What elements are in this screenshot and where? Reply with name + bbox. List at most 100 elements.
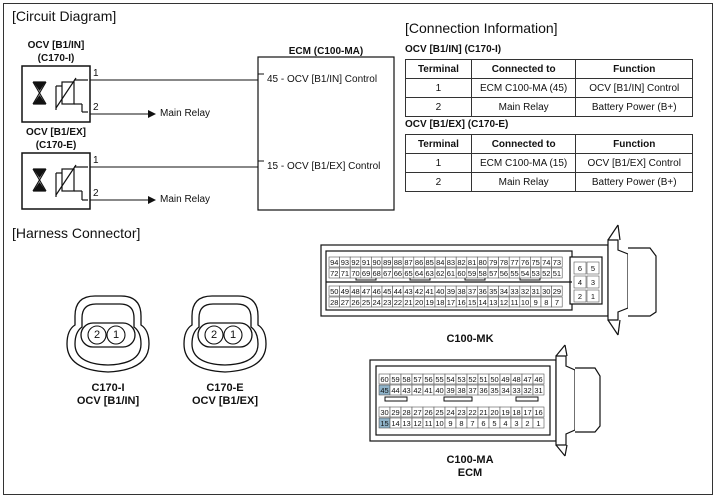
c100-ma-pin-label: 52 bbox=[468, 375, 476, 384]
c100-mk-pin-label: 31 bbox=[532, 287, 540, 296]
c100-ma-pin-label: 20 bbox=[490, 408, 498, 417]
c100-ma-pin-label: 24 bbox=[446, 408, 454, 417]
c100-ma-name: C100-MA bbox=[446, 454, 494, 466]
c100-ma-pin-label: 32 bbox=[523, 386, 531, 395]
c100-ma-pin-label: 38 bbox=[457, 386, 465, 395]
c100-ma-pin-label: 8 bbox=[459, 419, 463, 428]
ocv-ex-relay-label: Main Relay bbox=[160, 194, 211, 205]
c100-mk-pin-label: 91 bbox=[362, 258, 370, 267]
c100-mk-pin-label: 45 bbox=[383, 287, 391, 296]
table-cell: Battery Power (B+) bbox=[575, 172, 693, 192]
c100-ma-pin-label: 58 bbox=[402, 375, 410, 384]
ocv-in-pin2-label: 2 bbox=[93, 102, 99, 113]
c100-ma-pin-label: 50 bbox=[490, 375, 498, 384]
c100-mk-pin-label: 94 bbox=[330, 258, 338, 267]
c100-mk-pin-label: 8 bbox=[544, 298, 548, 307]
ocv-ex-pin1-label: 1 bbox=[93, 155, 99, 166]
arrow-ocv-in-relay bbox=[148, 110, 156, 118]
c170i-pin-1: 1 bbox=[112, 329, 120, 341]
ecm-title: ECM (C100-MA) bbox=[288, 46, 364, 57]
c100-mk-pin-label: 27 bbox=[341, 298, 349, 307]
c100-ma-pin-label: 4 bbox=[503, 419, 507, 428]
c100-ma-pin-label: 5 bbox=[492, 419, 496, 428]
c100-ma-cell bbox=[532, 406, 545, 418]
ocv-ex-valve-symbol bbox=[32, 164, 88, 201]
c100-ma-pin-label: 22 bbox=[468, 408, 476, 417]
c100-mk-pin-label: 84 bbox=[436, 258, 444, 267]
c100-mk-pin-label: 60 bbox=[457, 269, 465, 278]
c100-mk-pin-label: 53 bbox=[532, 269, 540, 278]
c100-ma-pin-label: 9 bbox=[448, 419, 452, 428]
c100-ma-lever bbox=[555, 355, 576, 446]
c100-mk-pin-label: 93 bbox=[341, 258, 349, 267]
c100-mk-pin-label: 39 bbox=[447, 287, 455, 296]
c100-mk-pin-label: 34 bbox=[500, 287, 508, 296]
c100-mk-pin-label: 67 bbox=[383, 269, 391, 278]
c100-mk-pin-label: 55 bbox=[510, 269, 518, 278]
ecm-box bbox=[257, 56, 395, 211]
c100-mk-pin-label: 37 bbox=[468, 287, 476, 296]
c100-mk-pin-label: 92 bbox=[351, 258, 359, 267]
c100-mk-pin-label: 28 bbox=[330, 298, 338, 307]
c100-ma-pin-label: 35 bbox=[490, 386, 498, 395]
ecm-pin45-label: 45 - OCV [B1/IN] Control bbox=[267, 74, 378, 85]
c100-mk-pin-label: 75 bbox=[532, 258, 540, 267]
c100-ma-pin-label: 54 bbox=[446, 375, 454, 384]
c100-ma-pin-label: 42 bbox=[413, 386, 421, 395]
ocv-in-pin1-label: 1 bbox=[93, 68, 99, 79]
c100-ma-pin-label: 10 bbox=[435, 419, 443, 428]
table-row: 2 Main Relay Battery Power (B+) bbox=[405, 172, 693, 192]
c100-ma-cover bbox=[575, 367, 601, 433]
c170i-pin-2: 2 bbox=[93, 329, 101, 341]
c100-mk-pin-label: 10 bbox=[521, 298, 529, 307]
c100-mk-cell bbox=[551, 267, 563, 279]
c100-mk-pin-label: 43 bbox=[404, 287, 412, 296]
c100-mk-pin-label: 38 bbox=[457, 287, 465, 296]
c100-mk-cell bbox=[551, 296, 563, 308]
table2-title: OCV [B1/EX] (C170-E) bbox=[405, 119, 509, 130]
c100-mk-pin-label: 24 bbox=[373, 298, 381, 307]
c100-mk-pin-label: 83 bbox=[447, 258, 455, 267]
table-row: 2 Main Relay Battery Power (B+) bbox=[405, 97, 693, 117]
c100-ma-pin-label: 37 bbox=[468, 386, 476, 395]
c100-mk-pin-label: 90 bbox=[373, 258, 381, 267]
table-ocv-ex: Terminal Connected to Function 1 ECM C10… bbox=[405, 134, 693, 192]
c100-ma-pin-label: 31 bbox=[534, 386, 542, 395]
c100-mk-pin-label: 22 bbox=[394, 298, 402, 307]
table-header-row: Terminal Connected to Function bbox=[405, 134, 693, 154]
c100-mk-pin-label: 35 bbox=[489, 287, 497, 296]
c100-ma-pin-label: 13 bbox=[402, 419, 410, 428]
c100-mk-pin-label: 51 bbox=[553, 269, 561, 278]
c100-mk-pin-label: 73 bbox=[553, 258, 561, 267]
c100-mk-pin-label: 80 bbox=[479, 258, 487, 267]
c100-ma-pin-label: 33 bbox=[512, 386, 520, 395]
c100-mk-pin-label: 17 bbox=[447, 298, 455, 307]
c100-mk-pin-label: 46 bbox=[373, 287, 381, 296]
c100-mk-side-cell bbox=[573, 261, 587, 275]
c100-ma-pin-label: 43 bbox=[402, 386, 410, 395]
c100-mk-pin-label: 59 bbox=[468, 269, 476, 278]
c100-mk-side-pin-label: 1 bbox=[591, 292, 595, 301]
c170e-pin-circle bbox=[204, 325, 224, 345]
c100-mk-side-pin-label: 3 bbox=[591, 278, 595, 287]
c100-mk-pin-label: 48 bbox=[351, 287, 359, 296]
c100-mk-pin-label: 87 bbox=[404, 258, 412, 267]
c100-ma-pin-label: 39 bbox=[446, 386, 454, 395]
ocv-in-box bbox=[21, 65, 91, 123]
c100-mk-pin-label: 86 bbox=[415, 258, 423, 267]
c100-ma-pin-label: 7 bbox=[470, 419, 474, 428]
c100-ma-pin-label: 44 bbox=[391, 386, 399, 395]
c100-mk-pin-label: 29 bbox=[553, 287, 561, 296]
table-row: 1 ECM C100-MA (45) OCV [B1/IN] Control bbox=[405, 78, 693, 98]
table-cell: Battery Power (B+) bbox=[575, 97, 693, 117]
c100-ma-pin-label: 18 bbox=[512, 408, 520, 417]
c100-mk-pin-label: 20 bbox=[415, 298, 423, 307]
c100-ma-pin-label: 36 bbox=[479, 386, 487, 395]
c100-mk-side-pin-label: 6 bbox=[578, 264, 582, 273]
c100-ma-pin-label: 51 bbox=[479, 375, 487, 384]
c100-ma-pin-label: 47 bbox=[523, 375, 531, 384]
c100-mk-side-cell bbox=[573, 275, 587, 289]
c100-mk-pin-label: 18 bbox=[436, 298, 444, 307]
table-ocv-in: Terminal Connected to Function 1 ECM C10… bbox=[405, 59, 693, 117]
